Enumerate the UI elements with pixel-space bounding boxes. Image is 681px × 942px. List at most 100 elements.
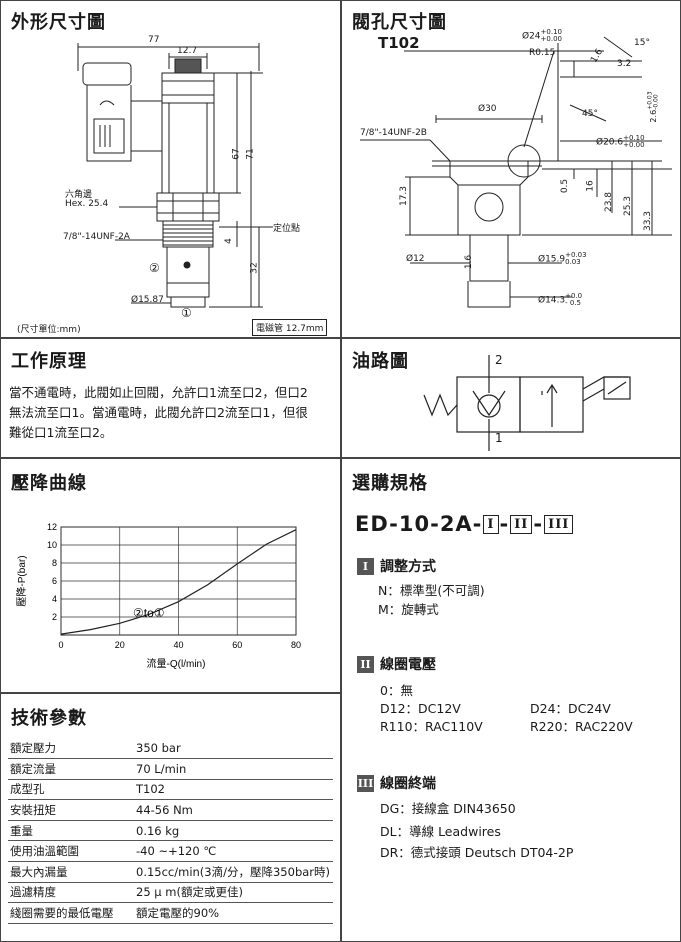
cavity-d206: Ø20.6+0.10+0.00 — [596, 135, 645, 149]
spec-value: T102 — [134, 779, 333, 801]
cavity-drawing — [360, 36, 672, 308]
spec-value: -40 ~+120 ℃ — [134, 840, 333, 863]
section-title: 線圈電壓 — [380, 657, 436, 673]
model-sep: - — [533, 512, 544, 536]
cavity-h16: 16 — [585, 180, 596, 192]
cavity-h173: 17.3 — [399, 185, 410, 207]
cavity-d24: Ø24+0.10+0.00 — [522, 29, 562, 43]
dim-hex-width: 12.7 — [177, 46, 198, 56]
y-tick-label: 10 — [47, 540, 57, 550]
table-row: 綫圈需要的最低電壓額定電壓的90% — [8, 902, 333, 924]
cavity-d143-tol-up: +0.0 — [565, 292, 583, 300]
cavity-h238: 23.8 — [604, 191, 615, 213]
section-terminal: III 線圈終端 — [357, 773, 436, 793]
cavity-d206-value: Ø20.6 — [596, 137, 624, 148]
cavity-d159-tol-dn: 0.03 — [565, 258, 581, 266]
chart-xlabel: 流量-Q(l/min) — [147, 657, 206, 670]
roman-badge-3: III — [357, 774, 374, 792]
unit-note: (尺寸單位:mm) — [17, 325, 81, 335]
ordering-title: 選購規格 — [352, 473, 428, 494]
spec-key: 成型孔 — [8, 779, 134, 801]
cavity-t26: 2.6+0.03-0.00 — [647, 91, 660, 122]
principle-title: 工作原理 — [11, 351, 87, 372]
cavity-d206-tol-dn: +0.00 — [623, 141, 645, 149]
spec-value: 25 μ m(額定或更佳) — [134, 882, 333, 904]
principle-text: 當不通電時，此閥如止回閥，允許口1流至口2，但口2 無法流至口1。當通電時，此閥… — [9, 383, 335, 443]
cavity-d24-tol-up: +0.10 — [540, 28, 562, 36]
x-tick-label: 20 — [115, 640, 125, 650]
hydraulic-title: 油路圖 — [352, 351, 409, 372]
dim-71: 71 — [245, 148, 256, 160]
option-n: N：標準型(不可調) — [378, 583, 485, 598]
cavity-panel: 閥孔尺寸圖 T102 — [341, 0, 681, 338]
option-0: 0：無 — [380, 683, 413, 698]
roman-badge-2: II — [357, 655, 374, 673]
cavity-d32: 3.2 — [617, 59, 632, 69]
spec-key: 安裝扭矩 — [8, 799, 134, 821]
option-dg: DG：接線盒 DIN43650 — [380, 801, 516, 816]
bottom-diameter: Ø15.87 — [131, 295, 164, 305]
section-adjustment: I 調整方式 — [357, 556, 436, 576]
option-r110: R110：RAC110V — [380, 719, 483, 734]
y-tick-label: 12 — [47, 522, 57, 532]
cavity-r015: R0.15 — [529, 48, 556, 58]
cavity-d143-tol-dn: - 0.5 — [565, 299, 582, 307]
principle-line: 當不通電時，此閥如止回閥，允許口1流至口2，但口2 — [9, 385, 308, 400]
x-tick-label: 80 — [291, 640, 301, 650]
spec-key: 最大內漏量 — [8, 861, 134, 883]
spec-key: 重量 — [8, 820, 134, 842]
option-d12: D12：DC12V — [380, 701, 461, 716]
cavity-h05: 0.5 — [560, 178, 571, 194]
principle-line: 難從口1流至口2。 — [9, 425, 113, 440]
model-code: ED-10-2A- I - II - III — [355, 512, 574, 536]
cavity-a45: 45° — [582, 109, 598, 119]
chart-ylabel: 壓降-P(bar) — [15, 555, 28, 606]
principle-panel: 工作原理 當不通電時，此閥如止回閥，允許口1流至口2，但口2 無法流至口1。當通… — [0, 338, 341, 458]
table-row: 使用油溫範圍-40 ~+120 ℃ — [8, 840, 333, 863]
outline-panel: 外形尺寸圖 — [0, 0, 341, 338]
spec-value: 0.15cc/min(3滴/分，壓降350bar時) — [134, 861, 333, 883]
section-voltage: II 線圈電壓 — [357, 654, 436, 674]
coil-note: 電磁管 12.7mm — [252, 319, 328, 336]
cavity-h333: 33.3 — [643, 210, 654, 232]
cavity-d24-tol-dn: +0.00 — [540, 35, 562, 43]
cavity-d159-value: Ø15.9 — [538, 254, 566, 265]
option-dl: DL：導線 Leadwires — [380, 824, 501, 839]
cavity-h253: 25.3 — [623, 195, 634, 217]
y-tick-label: 8 — [52, 558, 57, 568]
thread-label: 7/8"-14UNF-2A — [63, 232, 130, 242]
spec-key: 綫圈需要的最低電壓 — [8, 902, 134, 924]
section-title: 調整方式 — [380, 559, 436, 575]
cavity-t26-tol-dn: -0.00 — [652, 94, 660, 110]
hydraulic-port-1: 1 — [495, 431, 503, 445]
option-dr: DR：德式接頭 Deutsch DT04-2P — [380, 845, 574, 860]
model-field-1: I — [483, 514, 499, 534]
y-tick-label: 4 — [52, 594, 57, 604]
spec-key: 額定流量 — [8, 758, 134, 780]
locate-point-label: 定位點 — [273, 224, 301, 234]
model-prefix: ED-10-2A- — [355, 512, 483, 536]
option-m: M：旋轉式 — [378, 602, 439, 617]
spec-key: 額定壓力 — [8, 738, 134, 760]
section-title: 線圈終端 — [380, 776, 436, 792]
spec-value: 350 bar — [134, 738, 333, 760]
hex-label: 六角邊 — [65, 190, 93, 200]
dim-67: 67 — [231, 148, 242, 160]
dim-4: 4 — [223, 238, 234, 244]
hydraulic-symbol — [423, 355, 631, 451]
cavity-code: T102 — [378, 34, 420, 52]
ordering-panel: 選購規格 — [341, 458, 681, 942]
y-tick-label: 2 — [52, 612, 57, 622]
spec-value: 44-56 Nm — [134, 799, 333, 821]
x-tick-label: 40 — [173, 640, 183, 650]
x-tick-label: 60 — [232, 640, 242, 650]
port-1-marker: ① — [181, 306, 192, 320]
spec-key: 過濾精度 — [8, 882, 134, 904]
outline-title: 外形尺寸圖 — [11, 12, 106, 33]
